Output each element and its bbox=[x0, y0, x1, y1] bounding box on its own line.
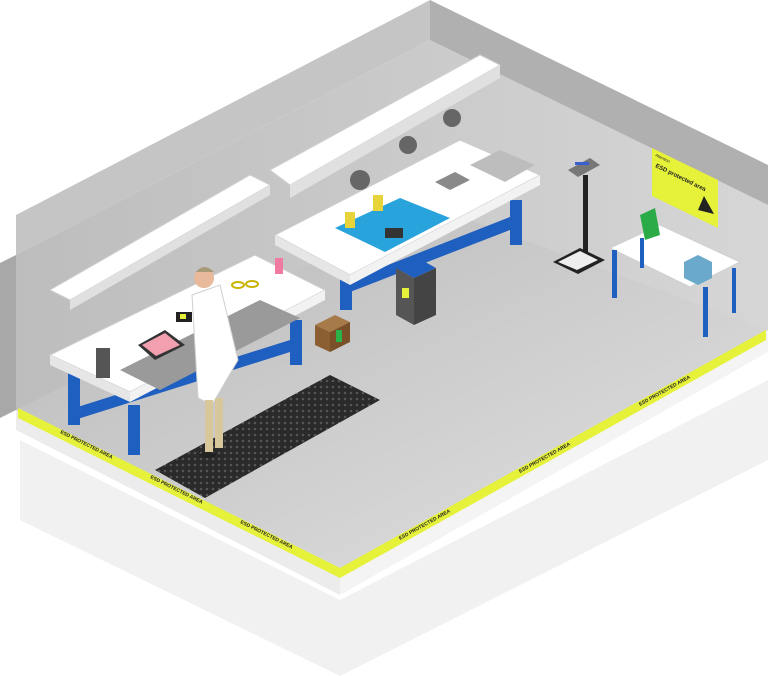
sign-header: Attention bbox=[655, 152, 671, 163]
pcb-rack bbox=[640, 208, 660, 240]
esd-waste-bin bbox=[396, 258, 436, 325]
ionizer-fan bbox=[399, 136, 417, 154]
grounding-ring bbox=[231, 281, 245, 289]
side-table bbox=[608, 208, 742, 337]
ionizer-fan bbox=[443, 109, 461, 127]
esd-hand-triangle-icon bbox=[698, 196, 714, 214]
cardboard-box bbox=[315, 315, 350, 352]
ionizer-fan bbox=[96, 348, 110, 378]
pink-bottle bbox=[275, 258, 283, 274]
anti-fatigue-mat bbox=[155, 375, 380, 498]
room-shadow bbox=[20, 380, 768, 676]
esd-warning-sign: Attention ESD protected area bbox=[652, 148, 718, 228]
technician bbox=[191, 267, 239, 458]
esd-symbol-icon bbox=[402, 288, 409, 298]
grid-tray bbox=[470, 150, 535, 182]
component-storage-box bbox=[684, 255, 712, 285]
ionizer-fan bbox=[350, 170, 370, 190]
esd-tester bbox=[385, 228, 403, 238]
center-workbench bbox=[269, 54, 542, 310]
sink bbox=[435, 172, 470, 190]
blue-esd-mat bbox=[335, 198, 450, 252]
grounding-ring bbox=[245, 280, 259, 288]
footwear-tester-station bbox=[553, 158, 605, 274]
